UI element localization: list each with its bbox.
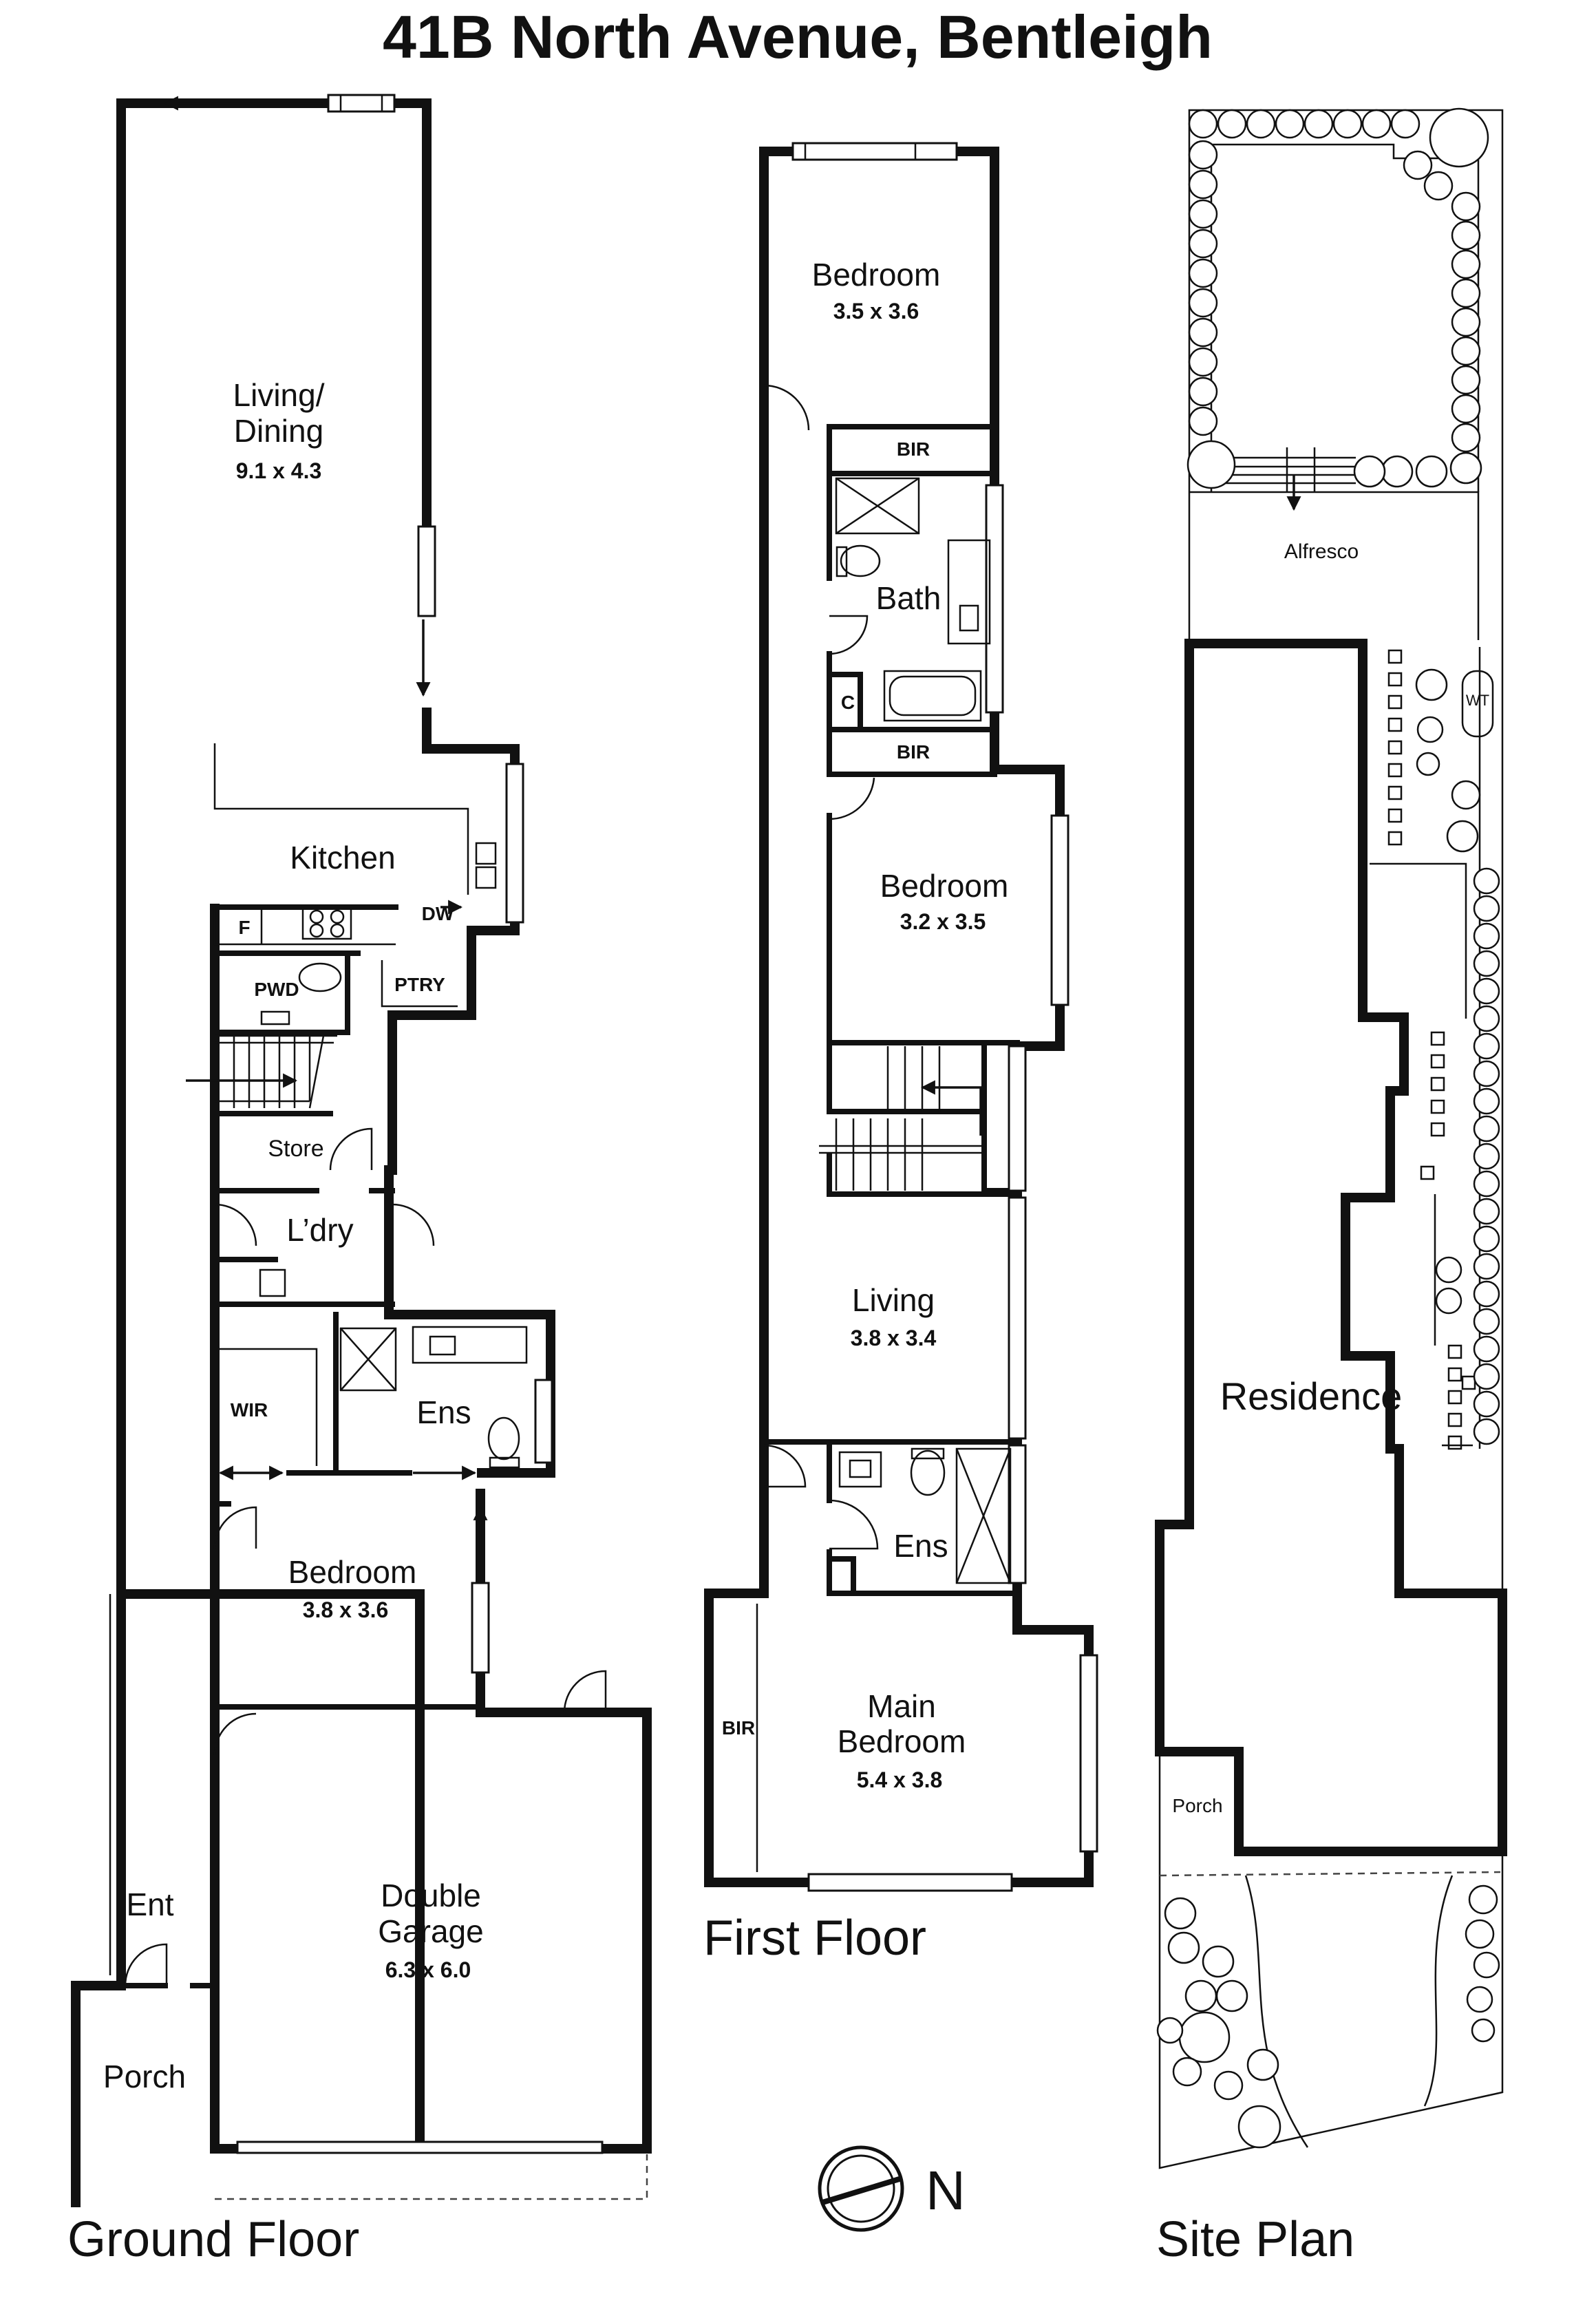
first-stairs bbox=[819, 1046, 984, 1191]
ground-pantry-label: PTRY bbox=[394, 974, 445, 995]
first-bedroom-top-dims: 3.5 x 3.6 bbox=[833, 299, 919, 323]
ground-laundry-label: L’dry bbox=[286, 1212, 353, 1248]
ground-kitchen-label: Kitchen bbox=[290, 840, 395, 875]
first-living-label: Living bbox=[852, 1282, 935, 1318]
ground-bedroom-label: Bedroom bbox=[288, 1554, 417, 1590]
ground-fridge-label: F bbox=[238, 917, 250, 938]
ground-living-label-2: Dining bbox=[234, 413, 323, 449]
north-compass-icon bbox=[818, 2145, 904, 2232]
first-bath-label: Bath bbox=[876, 580, 941, 616]
first-living-dims: 3.8 x 3.4 bbox=[851, 1326, 937, 1350]
ground-living-dims: 9.1 x 4.3 bbox=[236, 458, 322, 483]
garage-dims: 6.3 x 6.0 bbox=[385, 1957, 471, 1982]
first-bir-top-label: BIR bbox=[897, 438, 930, 460]
site-residence-label: Residence bbox=[1220, 1374, 1403, 1418]
main-bedroom-label-2: Bedroom bbox=[838, 1723, 966, 1759]
ground-stairs bbox=[233, 1035, 325, 1109]
compass-north-label: N bbox=[926, 2160, 966, 2221]
first-bedroom-mid-dims: 3.2 x 3.5 bbox=[900, 909, 986, 934]
ground-powder-label: PWD bbox=[254, 979, 299, 1000]
garden-shrubs bbox=[1156, 107, 1500, 2149]
site-porch-label: Porch bbox=[1172, 1795, 1222, 1816]
site-plan-caption: Site Plan bbox=[1156, 2212, 1354, 2267]
page-title: 41B North Avenue, Bentleigh bbox=[383, 3, 1213, 71]
main-bedroom-label-1: Main bbox=[867, 1688, 936, 1724]
first-bir-main-label: BIR bbox=[722, 1717, 755, 1739]
main-bedroom-dims: 5.4 x 3.8 bbox=[857, 1767, 943, 1792]
garage-label-1: Double bbox=[381, 1878, 481, 1913]
ground-floor-caption: Ground Floor bbox=[67, 2212, 359, 2267]
ground-living-label-1: Living/ bbox=[233, 377, 325, 413]
first-cupboard-label: C bbox=[841, 692, 855, 713]
site-water-tank-label: WT bbox=[1466, 692, 1489, 709]
ground-ensuite-label: Ens bbox=[416, 1394, 471, 1430]
garage-label-2: Garage bbox=[378, 1913, 483, 1949]
ground-entry-label: Ent bbox=[126, 1887, 173, 1922]
site-alfresco-label: Alfresco bbox=[1284, 540, 1359, 563]
first-floor-plan bbox=[704, 142, 1098, 1892]
site-plan bbox=[1155, 107, 1507, 2169]
first-floor-caption: First Floor bbox=[703, 1911, 926, 1966]
ground-floor-plan bbox=[71, 94, 652, 2207]
ground-store-label: Store bbox=[268, 1136, 323, 1162]
ground-dishwasher-label: DW bbox=[422, 903, 454, 924]
ground-porch-label: Porch bbox=[103, 2059, 186, 2094]
paver-stones bbox=[1387, 649, 1476, 1450]
first-bedroom-mid-label: Bedroom bbox=[880, 868, 1009, 904]
first-bedroom-top-label: Bedroom bbox=[812, 257, 941, 293]
first-ensuite-label: Ens bbox=[893, 1528, 948, 1564]
ground-wir-label: WIR bbox=[231, 1399, 268, 1421]
first-bir-mid-label: BIR bbox=[897, 741, 930, 763]
ground-bedroom-dims: 3.8 x 3.6 bbox=[303, 1597, 389, 1622]
